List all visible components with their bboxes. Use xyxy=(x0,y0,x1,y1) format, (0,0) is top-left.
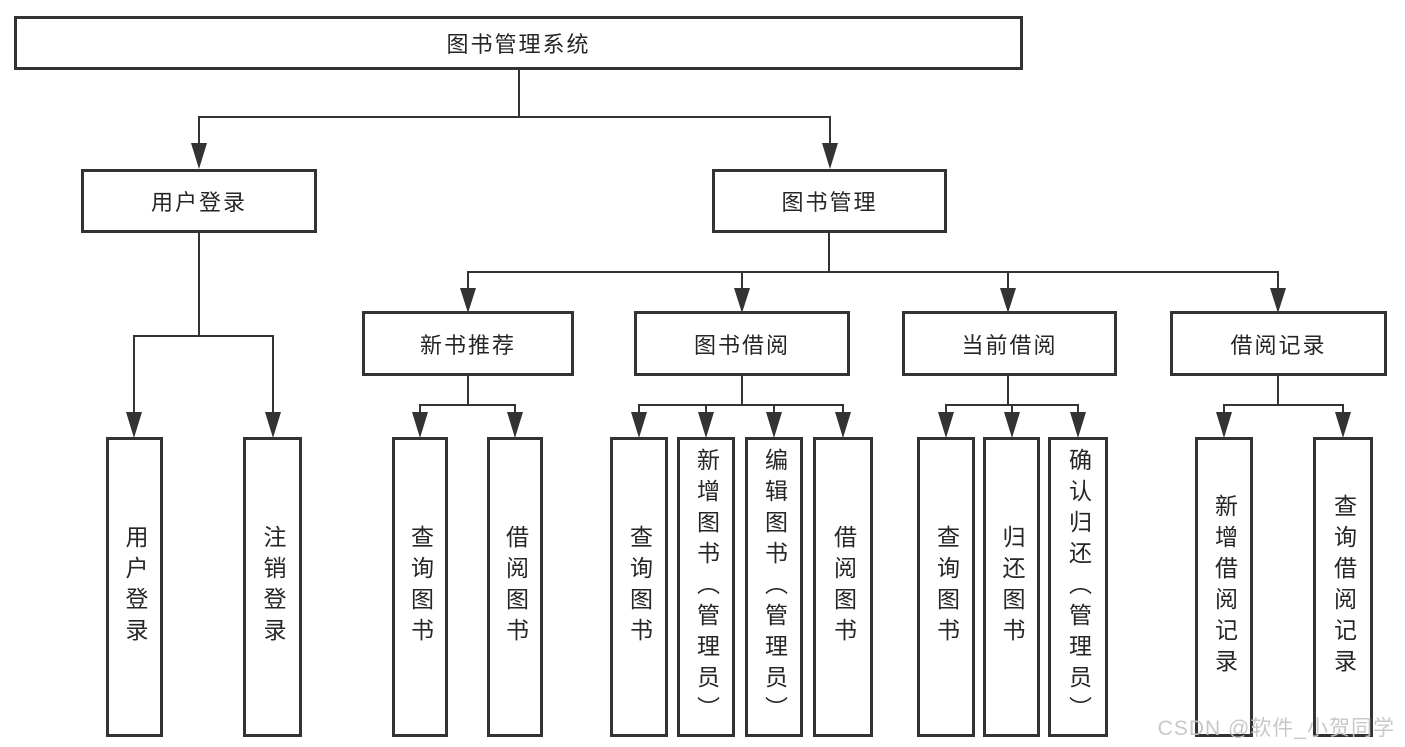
leaf-current-query-books: 查询图书 xyxy=(917,437,975,737)
node-library-system-root: 图书管理系统 xyxy=(14,16,1023,70)
leaf-records-add-borrow-record: 新增借阅记录 xyxy=(1195,437,1253,737)
leaf-newbook-query-books: 查询图书 xyxy=(392,437,448,737)
connector-book-mgmt-to-level3 xyxy=(460,233,1286,313)
leaf-records-query-borrow-record: 查询借阅记录 xyxy=(1313,437,1373,737)
connector-book-borrow-to-leaves xyxy=(631,376,851,438)
node-current-borrowing: 当前借阅 xyxy=(902,311,1117,376)
connector-user-login-to-leaves xyxy=(126,232,281,438)
node-book-management: 图书管理 xyxy=(712,169,947,233)
node-user-login: 用户登录 xyxy=(81,169,317,233)
leaf-borrowing-borrow-books: 借阅图书 xyxy=(813,437,873,737)
leaf-current-return-books: 归还图书 xyxy=(983,437,1040,737)
leaf-borrowing-edit-books-admin: 编辑图书（管理员） xyxy=(745,437,803,737)
node-new-book-recommendation: 新书推荐 xyxy=(362,311,574,376)
leaf-user-login: 用户登录 xyxy=(106,437,163,737)
leaf-logout: 注销登录 xyxy=(243,437,302,737)
connector-borrow-records-to-leaves xyxy=(1216,376,1351,438)
node-book-borrowing: 图书借阅 xyxy=(634,311,850,376)
csdn-watermark: CSDN @软件_小贺同学 xyxy=(1157,717,1395,740)
leaf-borrowing-add-books-admin: 新增图书（管理员） xyxy=(677,437,735,737)
connector-root-to-level2 xyxy=(191,70,838,169)
connector-current-borrow-to-leaves xyxy=(938,376,1086,438)
connector-new-book-to-leaves xyxy=(412,376,523,438)
leaf-newbook-borrow-books: 借阅图书 xyxy=(487,437,543,737)
leaf-current-confirm-return-admin: 确认归还（管理员） xyxy=(1048,437,1108,737)
node-borrowing-records: 借阅记录 xyxy=(1170,311,1387,376)
leaf-borrowing-query-books: 查询图书 xyxy=(610,437,668,737)
